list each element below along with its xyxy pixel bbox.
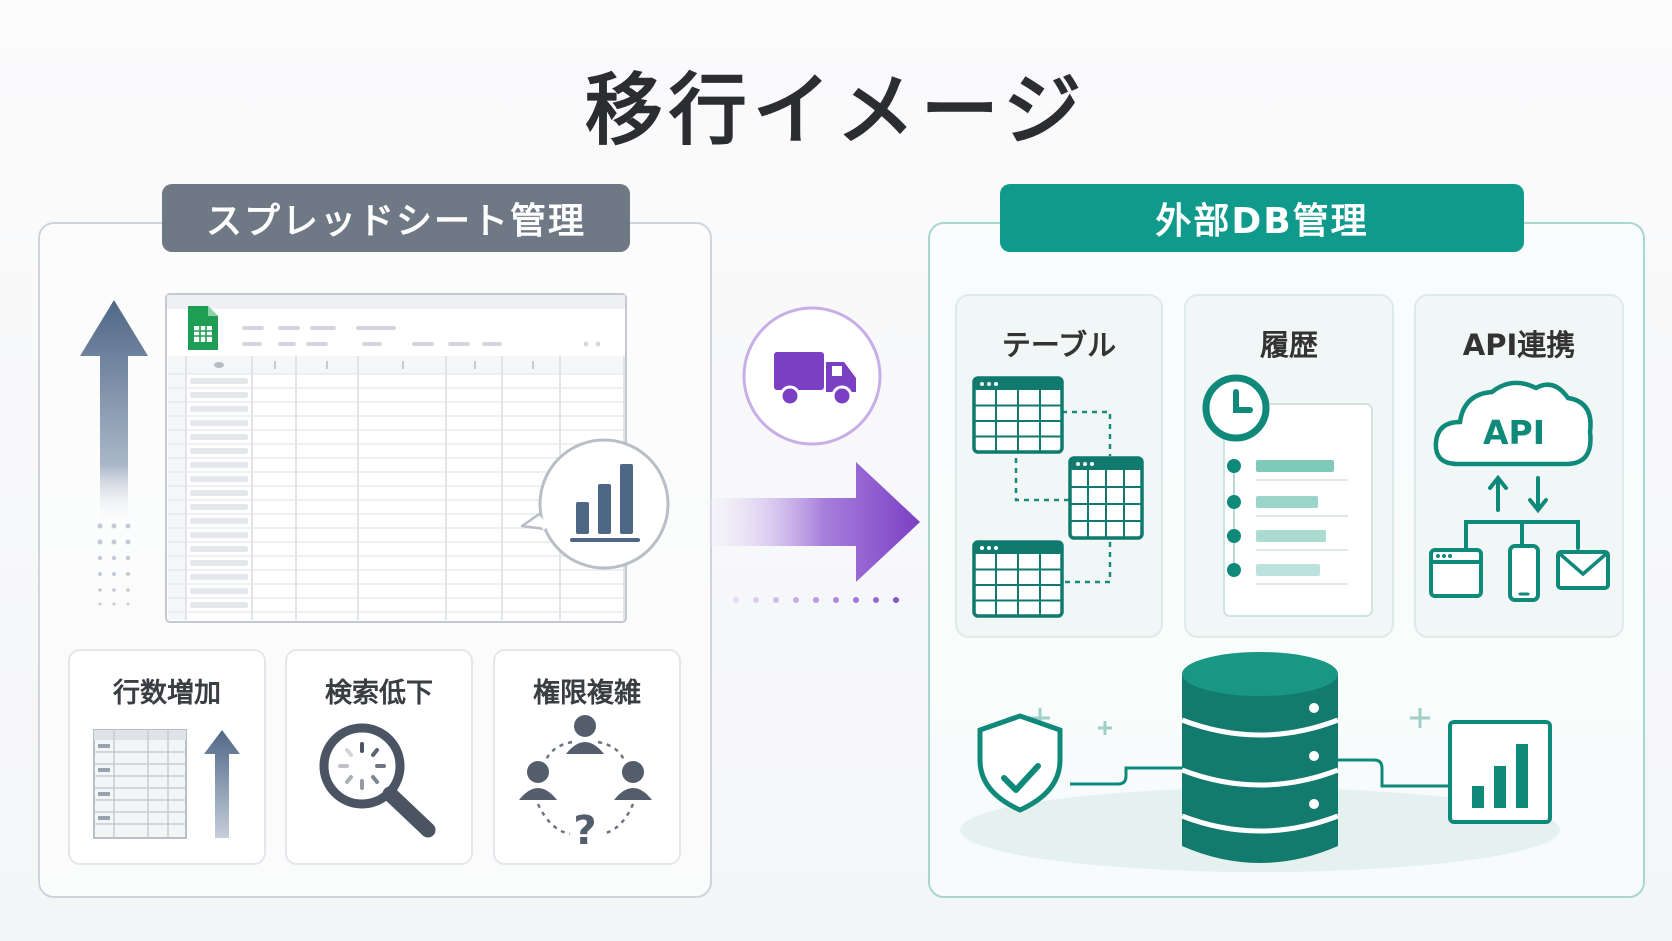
api-badge: API [1483, 413, 1545, 452]
google-sheets-icon [188, 306, 218, 350]
bar-chart-icon [1448, 720, 1552, 824]
growth-up-arrow-icon [80, 300, 148, 606]
api-cloud-icon: API [1429, 380, 1610, 602]
shield-check-icon [977, 713, 1063, 813]
problem-label-rows: 行数増加 [113, 678, 221, 709]
database-section-header: 外部DB管理 [1000, 184, 1524, 252]
page-title: 移行イメージ [584, 66, 1088, 156]
problem-card-permission: 権限複雑 [493, 649, 681, 865]
rows-increase-icon [93, 729, 240, 839]
spreadsheet-section-header: スプレッドシート管理 [162, 184, 630, 252]
table-icon [972, 376, 1064, 454]
svg-text:?: ? [573, 808, 596, 854]
permission-complex-icon: ? [519, 715, 652, 854]
migration-arrow [706, 462, 920, 603]
search-slow-icon [319, 723, 436, 838]
feature-label-api: API連携 [1462, 328, 1576, 362]
problem-label-search: 検索低下 [325, 678, 433, 709]
feature-label-history: 履歴 [1259, 328, 1318, 362]
bar-chart-icon [570, 464, 640, 542]
table-icon [972, 540, 1064, 618]
truck-badge [742, 306, 882, 446]
table-icon [1068, 456, 1144, 540]
truck-icon [774, 352, 856, 407]
linked-tables-icon [972, 376, 1144, 618]
chart-callout [520, 438, 670, 570]
database-icon [1181, 652, 1339, 863]
history-clock-icon [1202, 374, 1373, 617]
problem-label-permission: 権限複雑 [533, 678, 641, 709]
database-scene [960, 652, 1560, 872]
feature-label-table: テーブル [1001, 328, 1117, 362]
